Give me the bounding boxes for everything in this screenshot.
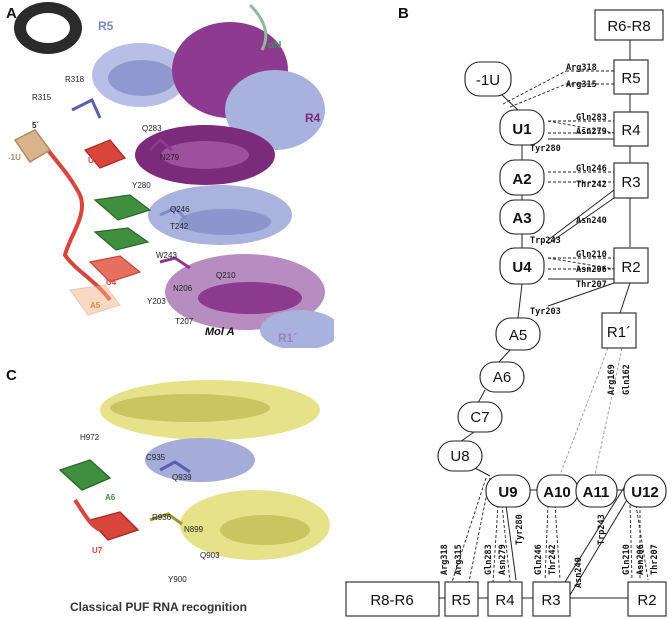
panel-b: B xyxy=(346,5,666,616)
label-n279: N279 xyxy=(160,153,180,162)
res-b-gln246: Gln246 xyxy=(534,544,544,575)
res-b-thr207: Thr207 xyxy=(650,544,660,575)
res-tyr203: Tyr203 xyxy=(530,307,561,317)
res-thr207: Thr207 xyxy=(576,280,607,290)
res-b-gln283: Gln283 xyxy=(484,544,494,575)
label-r4: R4 xyxy=(305,111,321,125)
node-a11-label: A11 xyxy=(583,484,610,501)
label-q903: Q903 xyxy=(200,551,220,560)
label-r936: R936 xyxy=(152,513,172,522)
node-u9-label: U9 xyxy=(498,484,517,501)
panel-a: A R5 R4 αN R1´ Mol A R318 R315 5´ -1U U1… xyxy=(0,0,340,350)
label-r315: R315 xyxy=(32,93,52,102)
node-u12-label: U12 xyxy=(631,484,659,501)
label-y203: Y203 xyxy=(147,297,166,306)
res-gln246: Gln246 xyxy=(576,164,607,174)
node-a5-label: A5 xyxy=(509,327,527,344)
label-minus1u: -1U xyxy=(8,153,21,162)
label-r318: R318 xyxy=(65,75,85,84)
res-b-asn279: Asn279 xyxy=(498,544,508,575)
res-asn206: Asn206 xyxy=(576,265,607,275)
label-a3: A3 xyxy=(115,240,126,249)
box-r2-bottom-label: R2 xyxy=(637,592,656,609)
label-n899: N899 xyxy=(184,525,204,534)
box-r4-label: R4 xyxy=(621,122,640,139)
label-u1: U1 xyxy=(88,156,99,165)
label-alphan: αN xyxy=(268,40,281,51)
res-tyr280: Tyr280 xyxy=(530,144,561,154)
label-r5: R5 xyxy=(98,19,114,33)
res-b-tyr280: Tyr280 xyxy=(515,514,525,545)
nucleotide-a6 xyxy=(60,460,110,490)
res-b-arg318: Arg318 xyxy=(440,544,450,575)
res-arg318: Arg318 xyxy=(566,63,597,73)
res-arg315: Arg315 xyxy=(566,80,597,90)
res-b-trp243: Trp243 xyxy=(597,514,607,545)
label-h972: H972 xyxy=(80,433,100,442)
res-gln210: Gln210 xyxy=(576,250,607,260)
res-gln283: Gln283 xyxy=(576,113,607,123)
res-asn279: Asn279 xyxy=(576,127,607,137)
label-y280: Y280 xyxy=(132,181,151,190)
res-b-asn206: Asn206 xyxy=(636,544,646,575)
label-q939: Q939 xyxy=(172,473,192,482)
box-r3-label: R3 xyxy=(621,174,640,191)
box-r8r6-bottom-label: R8-R6 xyxy=(370,592,413,609)
label-t242: T242 xyxy=(170,222,189,231)
label-a6: A6 xyxy=(105,493,116,502)
label-c935: C935 xyxy=(146,453,166,462)
box-r3-bottom-label: R3 xyxy=(541,592,560,609)
node-a10-label: A10 xyxy=(543,484,571,501)
node-c7-label: C7 xyxy=(470,409,489,426)
box-r5-label: R5 xyxy=(621,70,640,87)
label-w243: W243 xyxy=(156,251,177,260)
res-arg169: Arg169 xyxy=(607,364,617,395)
label-y900: Y900 xyxy=(168,575,187,584)
node-a6-label: A6 xyxy=(493,369,511,386)
label-q246: Q246 xyxy=(170,205,190,214)
res-trp243: Trp243 xyxy=(530,236,561,246)
node-a2-label: A2 xyxy=(512,171,531,188)
panel-b-label: B xyxy=(398,5,409,22)
box-r4-bottom-label: R4 xyxy=(495,592,514,609)
label-a2: A2 xyxy=(115,211,126,220)
node-u8-label: U8 xyxy=(450,448,469,465)
res-b-arg315: Arg315 xyxy=(454,544,464,575)
panel-c-label: C xyxy=(6,367,17,384)
res-gln162: Gln162 xyxy=(622,364,632,395)
box-r6r8-label: R6-R8 xyxy=(607,18,650,35)
box-r2-label: R2 xyxy=(621,259,640,276)
panel-c: C H972 C935 Q939 A6 R936 N899 U7 Q903 Y9… xyxy=(6,367,330,614)
node-minus1u-label: -1U xyxy=(476,72,500,89)
node-u4-label: U4 xyxy=(512,259,532,276)
panel-c-caption: Classical PUF RNA recognition xyxy=(70,600,247,614)
label-u7: U7 xyxy=(92,546,103,555)
label-q283: Q283 xyxy=(142,124,162,133)
label-r1prime: R1´ xyxy=(278,331,297,345)
label-u4: U4 xyxy=(106,278,117,287)
label-mol-a: Mol A xyxy=(205,326,235,338)
res-b-thr242: Thr242 xyxy=(548,544,558,575)
res-asn240: Asn240 xyxy=(576,216,607,226)
label-q210: Q210 xyxy=(216,271,236,280)
node-a3-label: A3 xyxy=(512,210,531,227)
res-thr242: Thr242 xyxy=(576,180,607,190)
res-b-asn240: Asn240 xyxy=(574,557,584,588)
panel-a-label: A xyxy=(6,5,17,22)
node-u1-label: U1 xyxy=(512,121,531,138)
box-r5-bottom-label: R5 xyxy=(451,592,470,609)
label-t207: T207 xyxy=(175,317,194,326)
label-a5: A5 xyxy=(90,301,101,310)
box-r1prime-label: R1´ xyxy=(607,324,631,341)
label-n206: N206 xyxy=(173,284,193,293)
res-b-gln210: Gln210 xyxy=(622,544,632,575)
label-five-prime: 5´ xyxy=(32,121,39,130)
